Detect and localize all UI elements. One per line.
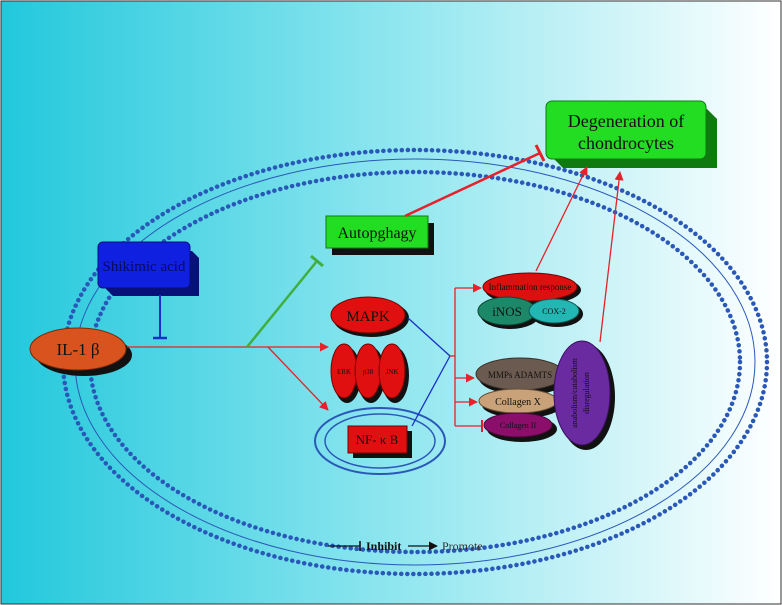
degeneration-label-line1: Degeneration of — [568, 111, 684, 131]
il1b-node: IL-1 β — [29, 327, 132, 376]
collagen-x-label: Collagen X — [495, 397, 542, 408]
outer-membrane — [60, 147, 770, 577]
nucleus-outer — [314, 407, 446, 475]
degeneration-label-line2: chondrocytes — [578, 133, 674, 153]
inos-label: iNOS — [492, 304, 522, 319]
ecm-label-line1: anabolism/catabolism — [570, 357, 579, 428]
jnk-label: JNK — [386, 368, 399, 376]
il1b-inhibit-autophagy-line — [246, 260, 318, 348]
legend-inhibit-label: Inhibit — [366, 539, 401, 553]
shikimic-acid-label: Shikimic acid — [103, 259, 186, 275]
il1b-label: IL-1 β — [56, 340, 99, 359]
mmps-node: MMPs ADAMTS — [475, 357, 569, 395]
ecm-dysregulation-node: anabolism/catabolism disregulation — [553, 340, 615, 450]
collagen-x-node: Collagen X — [478, 388, 562, 418]
shikimic-acid-node: Shikimic acid — [97, 241, 199, 296]
il1b-inhibit-autophagy-bar — [310, 254, 324, 268]
cox2-label: COX-2 — [542, 307, 566, 316]
inos-node: iNOS — [477, 296, 540, 329]
legend-promote-label: Promote — [442, 539, 483, 553]
ecm-label-line2: disregulation — [582, 372, 591, 414]
mapk-label: MAPK — [346, 309, 390, 325]
mapk-converge-line — [407, 317, 451, 357]
collagen-ii-node: Collagen II — [483, 412, 557, 442]
legend: Inhibit Promote — [328, 539, 483, 553]
autophagy-inhibit-degeneration-bar — [534, 144, 546, 162]
cox2-node: COX-2 — [528, 298, 583, 327]
nfkb-label: NF- κ B — [356, 432, 399, 447]
autophagy-label: Autopghagy — [337, 225, 416, 242]
autophagy-node: Autopghagy — [325, 215, 434, 255]
autophagy-inhibit-degeneration-line — [404, 151, 541, 218]
mmps-label: MMPs ADAMTS — [488, 370, 552, 380]
inflammation-label: Inflammation response — [489, 282, 572, 292]
nucleus-inner — [324, 413, 436, 469]
inflammation-to-degeneration-arrow — [535, 166, 588, 272]
p38-label: p38 — [363, 368, 374, 376]
mapk-node: ERK p38 JNK MAPK — [330, 296, 409, 403]
jnk-oval — [378, 343, 406, 399]
collagen-ii-label: Collagen II — [500, 421, 537, 430]
nfkb-converge-line — [411, 355, 451, 427]
degeneration-node: Degeneration of chondrocytes — [545, 100, 717, 168]
erk-label: ERK — [337, 368, 351, 376]
ecm-to-degeneration-arrow — [599, 171, 624, 343]
il1b-to-nfkb-arrow — [267, 346, 329, 411]
nfkb-node: NF- κ B — [347, 425, 412, 458]
